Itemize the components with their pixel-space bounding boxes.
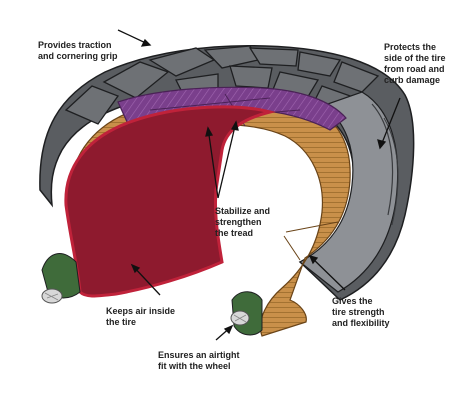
label-ply: Gives the tire strength and flexibility [332,296,390,328]
label-inner-liner: Keeps air inside the tire [106,306,176,327]
inner-liner [64,105,271,298]
label-bead: Ensures an airtight fit with the wheel [158,350,240,371]
label-sidewall: Protects the side of the tire from road … [384,42,446,85]
bead-right [230,291,263,336]
tread-blocks [64,45,380,125]
label-belts: Stabilize and strengthen the tread [215,206,271,238]
label-traction: Provides traction and cornering grip [38,40,118,61]
leader-lines [117,29,401,341]
bead-left [41,253,81,304]
